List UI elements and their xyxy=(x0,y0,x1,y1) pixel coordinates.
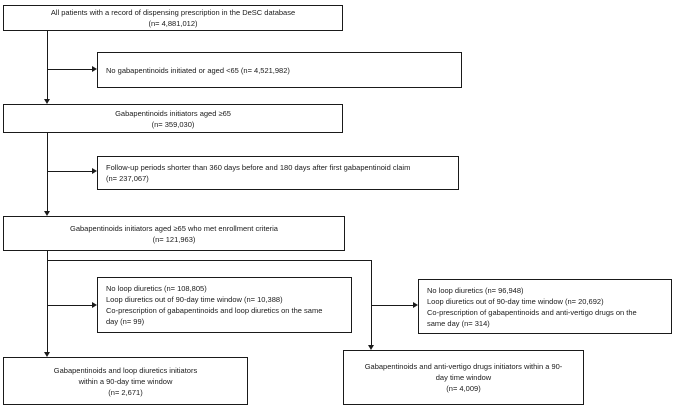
connector-line xyxy=(47,68,92,70)
cohort-line: Gabapentinoids and loop diuretics initia… xyxy=(53,365,198,375)
box-all-patients: All patients with a record of dispensing… xyxy=(3,5,343,31)
box-initiators-aged-65-line: Gabapentinoids initiators aged ≥65 xyxy=(115,108,231,118)
connector-line xyxy=(46,133,48,211)
box-excluded-short-followup: Follow-up periods shorter than 360 days … xyxy=(97,156,459,190)
box-met-enrollment-count: (n= 121,963) xyxy=(152,234,196,244)
connector-line xyxy=(47,170,92,172)
cohort-line: day time window xyxy=(435,373,492,382)
exclusion-reason: No loop diuretics (n= 108,805) xyxy=(106,284,207,293)
cohort-count: (n= 2,671) xyxy=(108,387,143,397)
arrow-down-icon xyxy=(43,211,50,216)
exclusion-reason: Co-prescription of gabapentinoids and an… xyxy=(427,307,637,317)
arrow-down-icon xyxy=(43,352,50,357)
box-met-enrollment: Gabapentinoids initiators aged ≥65 who m… xyxy=(3,216,345,251)
connector-line xyxy=(46,259,372,261)
arrow-right-icon xyxy=(92,65,97,72)
box-excluded-short-followup-count: (n= 237,067) xyxy=(106,174,149,183)
connector-line xyxy=(46,251,48,352)
connector-line xyxy=(370,260,372,345)
box-excluded-loop-diuretics-arm: No loop diuretics (n= 108,805) Loop diur… xyxy=(97,277,352,333)
box-all-patients-count: (n= 4,881,012) xyxy=(148,19,198,28)
box-all-patients-line: All patients with a record of dispensing… xyxy=(50,8,296,17)
cohort-line: within a 90-day time window xyxy=(78,376,173,386)
connector-line xyxy=(46,31,48,99)
exclusion-reason: No loop diuretics (n= 96,948) xyxy=(427,285,524,295)
arrow-right-icon xyxy=(92,167,97,174)
exclusion-reason: Co-prescription of gabapentinoids and lo… xyxy=(106,306,323,315)
box-initiators-aged-65-count: (n= 359,030) xyxy=(151,119,195,129)
box-excluded-no-gabapentinoids-line: No gabapentinoids initiated or aged <65 … xyxy=(106,65,290,75)
box-cohort-loop-diuretics: Gabapentinoids and loop diuretics initia… xyxy=(3,357,248,405)
arrow-down-icon xyxy=(367,345,374,350)
arrow-right-icon xyxy=(92,301,97,308)
box-excluded-anti-vertigo-arm: No loop diuretics (n= 96,948) Loop diure… xyxy=(418,279,672,334)
box-met-enrollment-line: Gabapentinoids initiators aged ≥65 who m… xyxy=(70,223,278,233)
box-excluded-no-gabapentinoids: No gabapentinoids initiated or aged <65 … xyxy=(97,52,462,88)
arrow-down-icon xyxy=(43,99,50,104)
cohort-count: (n= 4,009) xyxy=(446,384,481,393)
cohort-line: Gabapentinoids and anti-vertigo drugs in… xyxy=(364,362,563,371)
connector-line xyxy=(371,304,413,306)
connector-line xyxy=(47,304,92,306)
box-excluded-short-followup-line: Follow-up periods shorter than 360 days … xyxy=(106,163,411,172)
exclusion-reason: same day (n= 314) xyxy=(427,318,490,328)
box-cohort-anti-vertigo: Gabapentinoids and anti-vertigo drugs in… xyxy=(343,350,584,405)
exclusion-reason: Loop diuretics out of 90-day time window… xyxy=(106,295,283,304)
arrow-right-icon xyxy=(413,301,418,308)
exclusion-reason: Loop diuretics out of 90-day time window… xyxy=(427,296,604,306)
box-initiators-aged-65: Gabapentinoids initiators aged ≥65 (n= 3… xyxy=(3,104,343,133)
exclusion-reason: day (n= 99) xyxy=(106,317,145,326)
